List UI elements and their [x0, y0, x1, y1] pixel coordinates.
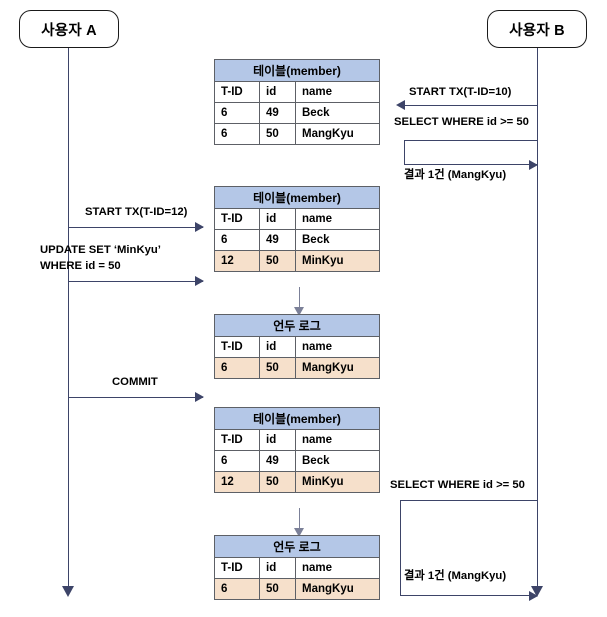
message-label-select-1: SELECT WHERE id >= 50	[394, 116, 529, 128]
cell-name: Beck	[295, 450, 380, 472]
actor-label-user-a: 사용자 A	[41, 22, 97, 39]
connector-arrowhead-undolog1	[294, 307, 304, 316]
table-row: 6 49 Beck	[214, 229, 380, 251]
cell-name: Beck	[295, 102, 380, 124]
actor-box-user-a[interactable]: 사용자 A	[19, 10, 119, 48]
cell-id: 50	[259, 357, 296, 379]
column-header-id: id	[259, 429, 296, 451]
message-arrowhead-start-tx-12	[195, 222, 204, 232]
table-row-highlighted: 12 50 MinKyu	[214, 471, 380, 493]
message-arrowhead-commit	[195, 392, 204, 402]
table-row-highlighted: 12 50 MinKyu	[214, 250, 380, 272]
lifeline-user-a	[68, 48, 69, 588]
table-caption: 테이블(member)	[214, 407, 380, 430]
table-row-highlighted: 6 50 MangKyu	[214, 578, 380, 600]
column-header-tid: T-ID	[214, 336, 260, 358]
table-header-row: T-ID id name	[214, 429, 380, 451]
cell-id: 50	[259, 123, 296, 145]
column-header-name: name	[295, 429, 380, 451]
table-row: 6 50 MangKyu	[214, 123, 380, 145]
column-header-tid: T-ID	[214, 81, 260, 103]
cell-name: MangKyu	[295, 123, 380, 145]
message-arrowhead-update	[195, 276, 204, 286]
table-undo-log-1: 언두 로그 T-ID id name 6 50 MangKyu	[214, 314, 380, 379]
table-member-3: 테이블(member) T-ID id name 6 49 Beck 12 50…	[214, 407, 380, 493]
table-caption-row: 언두 로그	[214, 314, 380, 337]
message-label-start-tx-12: START TX(T-ID=12)	[85, 206, 188, 218]
message-arrowhead-start-tx-10	[396, 100, 405, 110]
message-loop-select-2	[400, 500, 537, 596]
cell-tid: 6	[214, 578, 260, 600]
column-header-id: id	[259, 81, 296, 103]
table-member-2: 테이블(member) T-ID id name 6 49 Beck 12 50…	[214, 186, 380, 272]
cell-name: MinKyu	[295, 471, 380, 493]
column-header-id: id	[259, 208, 296, 230]
table-caption-row: 테이블(member)	[214, 59, 380, 82]
cell-name: Beck	[295, 229, 380, 251]
message-arrowhead-select-1	[529, 160, 538, 170]
column-header-name: name	[295, 336, 380, 358]
table-row-highlighted: 6 50 MangKyu	[214, 357, 380, 379]
cell-tid: 6	[214, 123, 260, 145]
cell-id: 50	[259, 578, 296, 600]
cell-tid: 6	[214, 450, 260, 472]
message-label-update-line1: UPDATE SET ‘MinKyu’	[40, 244, 161, 256]
message-line-update	[68, 281, 203, 282]
actor-box-user-b[interactable]: 사용자 B	[487, 10, 587, 48]
table-header-row: T-ID id name	[214, 336, 380, 358]
connector-arrowhead-undolog2	[294, 528, 304, 537]
message-line-commit	[68, 397, 203, 398]
column-header-tid: T-ID	[214, 557, 260, 579]
column-header-tid: T-ID	[214, 429, 260, 451]
column-header-tid: T-ID	[214, 208, 260, 230]
actor-label-user-b: 사용자 B	[509, 22, 565, 39]
message-loop-select-1	[404, 140, 537, 165]
cell-tid: 12	[214, 250, 260, 272]
table-caption-row: 언두 로그	[214, 535, 380, 558]
message-label-commit: COMMIT	[112, 376, 158, 388]
table-caption: 테이블(member)	[214, 59, 380, 82]
message-label-select-2: SELECT WHERE id >= 50	[390, 479, 525, 491]
cell-id: 49	[259, 102, 296, 124]
cell-name: MangKyu	[295, 357, 380, 379]
cell-id: 49	[259, 229, 296, 251]
table-caption: 테이블(member)	[214, 186, 380, 209]
connector-table2-to-undolog1	[299, 287, 300, 309]
connector-table3-to-undolog2	[299, 508, 300, 530]
message-label-update-line2: WHERE id = 50	[40, 260, 121, 272]
column-header-name: name	[295, 557, 380, 579]
cell-tid: 6	[214, 357, 260, 379]
column-header-id: id	[259, 336, 296, 358]
table-header-row: T-ID id name	[214, 557, 380, 579]
cell-tid: 6	[214, 229, 260, 251]
cell-id: 50	[259, 250, 296, 272]
column-header-name: name	[295, 208, 380, 230]
table-header-row: T-ID id name	[214, 81, 380, 103]
message-label-start-tx-10: START TX(T-ID=10)	[409, 86, 512, 98]
table-header-row: T-ID id name	[214, 208, 380, 230]
cell-name: MinKyu	[295, 250, 380, 272]
table-caption-row: 테이블(member)	[214, 407, 380, 430]
table-undo-log-2: 언두 로그 T-ID id name 6 50 MangKyu	[214, 535, 380, 600]
cell-name: MangKyu	[295, 578, 380, 600]
table-member-1: 테이블(member) T-ID id name 6 49 Beck 6 50 …	[214, 59, 380, 145]
message-arrowhead-select-2	[529, 591, 538, 601]
column-header-id: id	[259, 557, 296, 579]
table-row: 6 49 Beck	[214, 450, 380, 472]
table-caption: 언두 로그	[214, 535, 380, 558]
cell-tid: 6	[214, 102, 260, 124]
message-line-start-tx-10	[400, 105, 537, 106]
table-row: 6 49 Beck	[214, 102, 380, 124]
column-header-name: name	[295, 81, 380, 103]
cell-id: 49	[259, 450, 296, 472]
table-caption: 언두 로그	[214, 314, 380, 337]
message-label-result-2: 결과 1건 (MangKyu)	[404, 570, 507, 582]
cell-tid: 12	[214, 471, 260, 493]
cell-id: 50	[259, 471, 296, 493]
table-caption-row: 테이블(member)	[214, 186, 380, 209]
message-label-result-1: 결과 1건 (MangKyu)	[404, 169, 507, 181]
lifeline-user-b	[537, 48, 538, 588]
lifeline-arrowhead-user-a	[62, 586, 74, 597]
message-line-start-tx-12	[68, 227, 203, 228]
